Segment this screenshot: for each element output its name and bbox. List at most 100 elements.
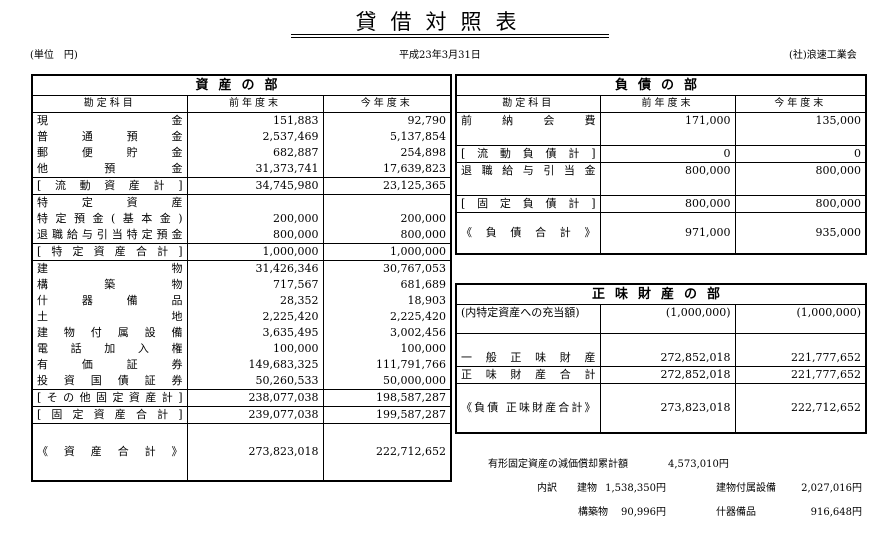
title-underline — [291, 34, 609, 35]
current-year-value: 111,791,766 — [376, 358, 447, 371]
previous-year-value: 1,000,000 — [187, 243, 324, 261]
row-label — [456, 179, 601, 196]
title-underline — [291, 37, 609, 38]
column-header: 前年度末 — [187, 95, 324, 113]
depreciation-item-label: 建物付属設備 — [716, 483, 776, 494]
current-year-value: (1,000,000) — [735, 304, 867, 334]
current-year-value: 200,000 — [400, 212, 447, 225]
previous-year-value: 717,567 — [187, 277, 324, 293]
page-title: 貸借対照表 — [355, 10, 531, 34]
row-label: 構築物 — [32, 277, 188, 293]
row-label: 《負債合計》 — [456, 212, 601, 254]
row-label: 《資産合計》 — [32, 423, 188, 481]
current-year-value: 100,000 — [400, 342, 447, 355]
row-label: [固定負債計] — [456, 195, 601, 213]
row-label: 普通預金 — [32, 129, 188, 145]
row-label: 特定資産 — [32, 194, 188, 211]
depreciation-item-label: 建物 — [577, 483, 597, 494]
previous-year-value: 239,077,038 — [187, 406, 324, 424]
previous-year-value — [600, 179, 736, 196]
previous-year-value: 2,537,469 — [187, 129, 324, 145]
previous-year-value: 2,225,420 — [187, 309, 324, 325]
report-date: 平成23年3月31日 — [399, 50, 481, 61]
column-header: 今年度末 — [735, 95, 867, 113]
row-label: (内特定資産への充当額) — [456, 304, 601, 334]
previous-year-value: 50,260,533 — [187, 373, 324, 390]
previous-year-value: 31,426,346 — [187, 260, 324, 277]
row-label: 土地 — [32, 309, 188, 325]
current-year-value: 3,002,456 — [390, 326, 447, 339]
previous-year-value: 682,887 — [187, 145, 324, 161]
table-row: (内特定資産への充当額)(1,000,000)(1,000,000) — [456, 304, 867, 334]
row-label: 有価証券 — [32, 357, 188, 373]
current-year-value: 1,000,000 — [323, 243, 452, 261]
depreciation-item-value: 1,538,350円 — [605, 483, 666, 494]
previous-year-value: 971,000 — [600, 212, 736, 254]
previous-year-value: 34,745,980 — [187, 177, 324, 195]
row-label: 現金 — [32, 112, 188, 129]
previous-year-value: 171,000 — [600, 112, 736, 129]
row-label: 《負債 正味財産合計》 — [456, 383, 601, 433]
depreciation-total-label: 有形固定資産の減価償却累計額 — [488, 459, 628, 470]
current-year-value: 18,903 — [407, 294, 447, 307]
previous-year-value — [187, 194, 324, 211]
previous-year-value: 28,352 — [187, 293, 324, 309]
previous-year-value: 800,000 — [600, 195, 736, 213]
current-year-value: 800,000 — [735, 195, 867, 213]
depreciation-item-value: 916,648円 — [810, 507, 862, 518]
current-year-value: 221,777,652 — [735, 333, 867, 367]
current-year-value: 50,000,000 — [383, 374, 447, 387]
current-year-value: 221,777,652 — [735, 366, 867, 384]
depreciation-total-value: 4,573,010円 — [668, 459, 729, 470]
table-row — [456, 179, 866, 196]
row-label: 特定預金(基本金) — [32, 211, 188, 227]
previous-year-value: 200,000 — [187, 211, 324, 227]
column-header: 勘定科目 — [456, 95, 601, 113]
current-year-value: 30,767,053 — [323, 260, 452, 277]
current-year-value: 222,712,652 — [323, 423, 452, 481]
previous-year-value: 800,000 — [600, 162, 736, 179]
previous-year-value: 0 — [600, 145, 736, 163]
previous-year-value: 149,683,325 — [187, 357, 324, 373]
current-year-value: 0 — [735, 145, 867, 163]
column-header: 前年度末 — [600, 95, 736, 113]
previous-year-value: 31,373,741 — [187, 161, 324, 178]
current-year-value: 222,712,652 — [735, 383, 867, 433]
current-year-value: 935,000 — [735, 212, 867, 254]
depreciation-item-value: 90,996円 — [621, 507, 666, 518]
current-year-value — [735, 179, 866, 196]
current-year-value: 92,790 — [323, 112, 452, 129]
unit-label: (単位 円) — [30, 50, 78, 61]
row-label: 正味財産合計 — [456, 366, 601, 384]
previous-year-value — [600, 129, 736, 146]
depreciation-item-label: 什器備品 — [716, 507, 756, 518]
current-year-value: 681,689 — [400, 278, 447, 291]
net-assets-section-title: 正味財産の部 — [592, 287, 731, 302]
current-year-value: 135,000 — [735, 112, 867, 129]
table-row: 特定資産 — [32, 194, 452, 211]
previous-year-value: 272,852,018 — [600, 333, 736, 367]
previous-year-value: 238,077,038 — [187, 389, 324, 407]
row-label: 他預金 — [32, 161, 188, 178]
row-label: 郵便貯金 — [32, 145, 188, 161]
current-year-value: 800,000 — [735, 162, 867, 179]
depreciation-item-label: 構築物 — [578, 507, 608, 518]
depreciation-breakdown-label: 内訳 — [537, 483, 557, 494]
